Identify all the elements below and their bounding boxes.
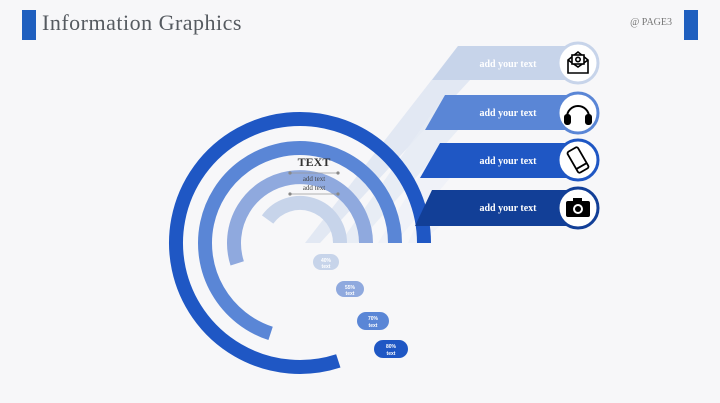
percent-badges: 40% text 55% text 70% text 80% text [313,254,408,358]
page-number-label: @ PAGE3 [630,17,672,28]
badge-40-value: 40% [321,258,332,264]
page-title: Information Graphics [42,10,242,35]
badge-80-value: 80% [386,344,397,350]
tab-item-3-label: add your text [479,156,537,167]
ring-70 [198,141,402,341]
tab-item-1[interactable]: add your text [432,41,600,85]
camera-icon [566,198,590,217]
mail-icon [567,50,589,74]
ring-55 [227,170,373,266]
tab-item-2[interactable]: add your text [425,91,600,135]
tab-item-4-label: add your text [479,203,537,214]
ring-group [169,111,431,374]
badge-80-sub: text [387,351,396,357]
title-accent-bar [22,10,36,40]
tab-item-3[interactable]: add your text [420,138,600,182]
headphones-icon [564,105,592,125]
badge-70-value: 70% [368,316,379,322]
page-accent-bar [684,10,698,40]
badge-55: 55% text [336,281,364,297]
tab-item-4[interactable]: add your text [415,186,600,230]
smartphone-icon [566,146,590,174]
badge-70: 70% text [357,312,389,330]
badge-55-value: 55% [345,285,356,291]
badge-40-sub: text [322,264,331,270]
center-title: TEXT [298,155,331,169]
badge-40: 40% text [313,254,339,270]
tab-item-1-label: add your text [479,59,537,70]
center-text-block: TEXT add text add text [288,155,340,196]
tab-list: add your text add your text add your tex… [415,41,600,230]
center-line-2: add text [303,184,325,192]
badge-80: 80% text [374,340,408,358]
tab-item-2-icon-badge [556,91,600,135]
badge-55-sub: text [346,291,355,297]
center-line-1: add text [303,175,325,183]
ring-80 [169,111,431,374]
ring-40 [261,196,347,244]
tab-item-3-icon-badge [556,138,600,182]
tab-item-2-label: add your text [479,108,537,119]
badge-70-sub: text [369,323,378,329]
